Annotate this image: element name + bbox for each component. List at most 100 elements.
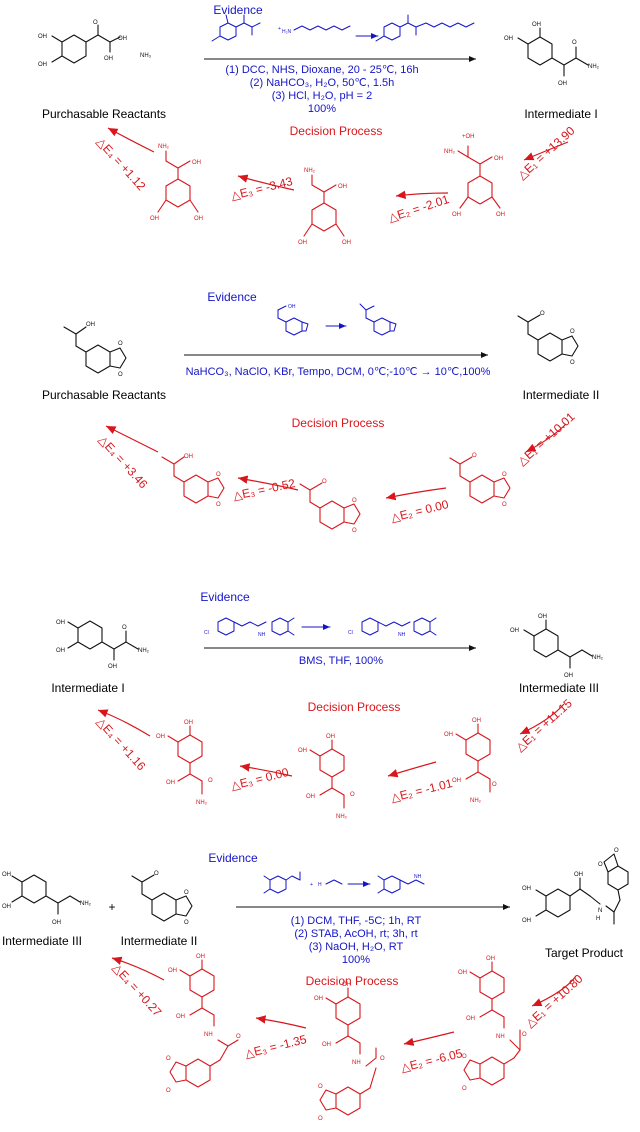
decision-arrow xyxy=(395,190,449,199)
svg-text:OH: OH xyxy=(472,718,481,724)
svg-text:OH: OH xyxy=(532,22,541,28)
svg-text:O: O xyxy=(318,1116,323,1122)
decision-arrow xyxy=(239,763,293,777)
svg-text:NH: NH xyxy=(352,1060,361,1066)
svg-text:OH: OH xyxy=(38,62,47,68)
svg-text:OH: OH xyxy=(494,156,503,162)
decision-arrow xyxy=(237,174,295,191)
svg-text:O: O xyxy=(184,920,189,926)
evidence-label: Evidence xyxy=(208,851,258,865)
svg-text:OH: OH xyxy=(196,954,205,960)
svg-text:H₂N: H₂N xyxy=(282,29,292,35)
svg-text:O: O xyxy=(154,871,159,877)
svg-text:O: O xyxy=(118,341,123,347)
energy-label-e4: △E₄ = +0.27 xyxy=(110,961,165,1020)
svg-text:OH: OH xyxy=(184,454,193,460)
svg-text:O: O xyxy=(216,472,221,478)
left-label: Purchasable Reactants xyxy=(42,388,166,402)
svg-text:O: O xyxy=(166,1056,171,1062)
svg-text:O: O xyxy=(236,1034,241,1040)
decision-label: Decision Process xyxy=(290,124,383,138)
svg-text:O: O xyxy=(318,1084,323,1090)
condition-line: 100% xyxy=(342,954,370,966)
evidence-label: Evidence xyxy=(207,290,257,304)
svg-text:OH: OH xyxy=(342,240,351,246)
evidence-reaction-1: + H₂N xyxy=(211,14,475,42)
decision-arrow xyxy=(525,423,567,453)
decision-label: Decision Process xyxy=(292,416,385,430)
svg-text:NH₂: NH₂ xyxy=(444,149,456,155)
svg-text:+OH: +OH xyxy=(462,134,475,140)
energy-label-e3: △E₃ = -3.43 xyxy=(229,174,294,203)
svg-text:OH: OH xyxy=(150,216,159,222)
svg-text:Cl: Cl xyxy=(348,630,353,636)
svg-text:NH₂: NH₂ xyxy=(196,800,208,806)
svg-text:+: + xyxy=(278,26,281,32)
decision-molecule: NH₂ OH OH OH xyxy=(150,144,203,222)
svg-text:NH₂: NH₂ xyxy=(80,901,92,907)
decision-molecule: OH O O xyxy=(161,454,225,508)
left-label-2: Intermediate II xyxy=(121,934,198,948)
condition-line: (2) STAB, AcOH, rt; 3h, rt xyxy=(294,928,417,940)
molecule-target-product: OH OH OH N H O O xyxy=(522,848,629,925)
left-label: Purchasable Reactants xyxy=(42,107,166,121)
energy-label-e1: △E₁ = +11.15 xyxy=(513,696,575,754)
svg-text:O: O xyxy=(502,472,507,478)
condition-line: NaHCO₃, NaClO, KBr, Tempo, DCM, 0℃;-10℃ … xyxy=(186,366,491,378)
svg-text:OH: OH xyxy=(56,648,65,654)
svg-text:OH: OH xyxy=(298,748,307,754)
svg-text:NH: NH xyxy=(258,632,266,638)
right-label: Intermediate III xyxy=(519,681,599,695)
svg-text:OH: OH xyxy=(288,304,296,310)
svg-text:NH: NH xyxy=(496,1034,505,1040)
svg-text:H: H xyxy=(596,916,600,922)
energy-label-e2: △E₂ = -2.01 xyxy=(387,192,451,225)
left-label: Intermediate I xyxy=(51,681,124,695)
svg-text:OH: OH xyxy=(38,34,47,40)
svg-text:OH: OH xyxy=(108,664,117,670)
decision-molecule: NH₂ OH OH OH xyxy=(298,168,351,246)
condition-line: BMS, THF, 100% xyxy=(299,655,383,667)
svg-text:OH: OH xyxy=(338,184,347,190)
condition-line: 100% xyxy=(308,103,336,115)
svg-text:O: O xyxy=(570,329,575,335)
svg-text:O: O xyxy=(570,360,575,366)
svg-text:OH: OH xyxy=(2,872,11,878)
svg-text:OH: OH xyxy=(2,904,11,910)
svg-text:OH: OH xyxy=(564,673,573,679)
ammonia-label: NH₃ xyxy=(140,53,152,59)
svg-text:OH: OH xyxy=(104,56,113,62)
svg-text:OH: OH xyxy=(522,918,531,924)
svg-text:OH: OH xyxy=(52,920,61,926)
svg-text:OH: OH xyxy=(538,614,547,620)
step-1: Evidence + H₂N (1) DCC, NHS, Dioxane, 20… xyxy=(38,3,600,246)
decision-label: Decision Process xyxy=(308,700,401,714)
svg-text:OH: OH xyxy=(574,872,583,878)
molecule-intermediate-2: O O O xyxy=(517,311,579,366)
condition-line: (2) NaHCO₃, H₂O, 50℃, 1.5h xyxy=(250,77,395,89)
svg-text:NH₂: NH₂ xyxy=(470,798,482,804)
molecule-intermediate-1: OH OH O NH₂ OH xyxy=(504,22,600,87)
svg-text:OH: OH xyxy=(168,968,177,974)
evidence-label: Evidence xyxy=(200,590,250,604)
svg-text:OH: OH xyxy=(458,970,467,976)
energy-label-e2: △E₂ = 0.00 xyxy=(389,497,450,525)
svg-text:O: O xyxy=(322,479,327,485)
svg-text:OH: OH xyxy=(444,732,453,738)
svg-text:O: O xyxy=(352,528,357,534)
svg-text:NH₂: NH₂ xyxy=(336,814,348,820)
svg-text:OH: OH xyxy=(176,1014,185,1020)
decision-arrow xyxy=(97,709,151,737)
svg-text:OH: OH xyxy=(522,886,531,892)
svg-text:OH: OH xyxy=(558,81,567,87)
molecule-reactant-1: OH OH O OH OH NH₃ xyxy=(38,20,152,68)
svg-text:O: O xyxy=(462,1054,467,1060)
svg-text:O: O xyxy=(522,1032,527,1038)
svg-text:OH: OH xyxy=(314,996,323,1002)
evidence-reaction-3: Cl NH Cl NH xyxy=(204,617,437,638)
svg-text:OH: OH xyxy=(118,36,127,42)
svg-text:NH₂: NH₂ xyxy=(158,144,170,150)
svg-text:OH: OH xyxy=(86,322,95,328)
svg-text:OH: OH xyxy=(298,240,307,246)
condition-line: (3) NaOH, H₂O, RT xyxy=(309,941,404,953)
